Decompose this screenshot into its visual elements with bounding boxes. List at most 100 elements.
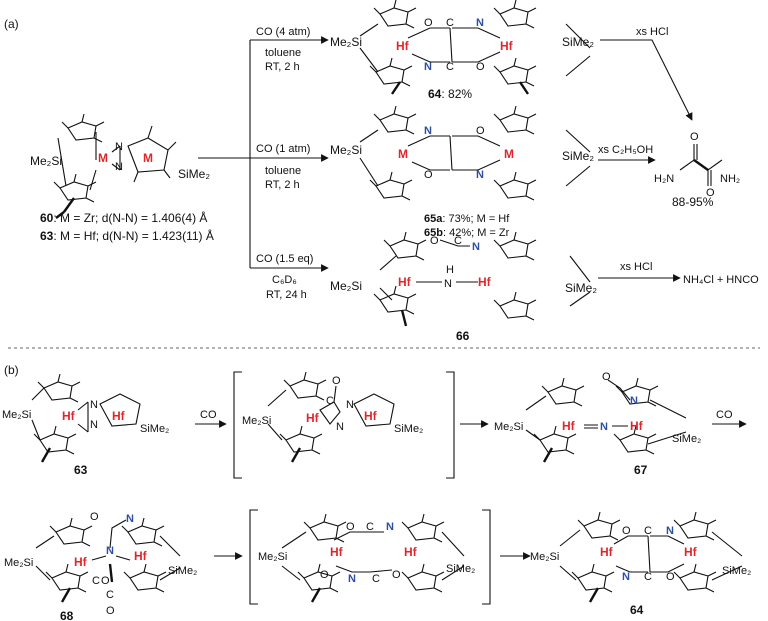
p64-o2: O xyxy=(476,61,485,73)
n-bottom: N xyxy=(115,161,123,173)
product-64-yield: : 82% xyxy=(441,87,472,101)
me2si-label: Me₂Si xyxy=(30,154,62,168)
n-top: N xyxy=(115,141,123,153)
intermediate-2-structure: Me₂Si SiMe₂ Hf Hf O C N O N C O xyxy=(258,513,475,603)
i1-o: O xyxy=(332,375,341,387)
i2-hf-right: Hf xyxy=(404,545,418,559)
arrow-b1-co: CO xyxy=(200,409,217,421)
b64-me2si: Me₂Si xyxy=(530,551,559,563)
i1-n2: N xyxy=(336,421,344,433)
panelb-67-structure: Me₂Si SiMe₂ Hf Hf N O N xyxy=(494,371,701,463)
i2-c1: C xyxy=(366,521,374,533)
route2-reagent: CO (1 atm) xyxy=(256,143,310,155)
p66-n: N xyxy=(444,278,452,290)
panelb-num-68: 68 xyxy=(60,609,74,621)
i2-hf-left: Hf xyxy=(330,545,344,559)
b68-co-c: C xyxy=(92,575,100,587)
metal-right: M xyxy=(143,151,153,165)
p65-sime2: SiMe₂ xyxy=(562,149,594,163)
panelb-68-structure: Me₂Si SiMe₂ Hf Hf N O N C O C O xyxy=(4,511,197,617)
starting-complex: Me₂Si SiMe₂ M M N N xyxy=(30,113,210,219)
panelb-num-64: 64 xyxy=(630,603,644,617)
b68-sime2: SiMe₂ xyxy=(168,565,197,577)
p65-o2: O xyxy=(424,169,433,181)
svg-text:60: M = Zr; d(N-N) = 1.406(4): 60: M = Zr; d(N-N) = 1.406(4) Å xyxy=(40,210,207,225)
i2-sime2: SiMe₂ xyxy=(446,563,475,575)
b67-hf-right: Hf xyxy=(630,419,644,433)
route3-reagent: CO (1.5 eq) xyxy=(256,253,313,265)
p66-o: O xyxy=(430,235,439,247)
start-caption: 60: M = Zr; d(N-N) = 1.406(4) Å 63: M = … xyxy=(40,210,214,243)
branch-stem xyxy=(198,40,251,268)
cmpd-60: 60 xyxy=(40,211,54,225)
product-64-num: 64 xyxy=(428,87,442,101)
arrow-b3-co: CO xyxy=(716,409,733,421)
product-66-structure: Me₂Si SiMe₂ Hf Hf N H O C N xyxy=(330,231,597,327)
p64-hf-right: Hf xyxy=(500,39,514,53)
b63-sime2: SiMe₂ xyxy=(140,423,169,435)
b63-hf-right: Hf xyxy=(112,409,126,423)
b64-hf-right: Hf xyxy=(684,545,698,559)
b64-hf-left: Hf xyxy=(600,545,614,559)
i2-o1: O xyxy=(346,521,355,533)
p66-hf-right: Hf xyxy=(478,275,492,289)
metal-left: M xyxy=(98,151,108,165)
b64-sime2: SiMe₂ xyxy=(722,565,751,577)
p64-o1: O xyxy=(424,17,433,29)
oxamide-yield: 88-95% xyxy=(672,195,714,209)
p65-me2si: Me₂Si xyxy=(330,143,362,157)
panel-a-label: (a) xyxy=(4,17,19,31)
cmpd-60-detail: : M = Zr; d(N-N) = 1.406(4) Å xyxy=(53,210,207,225)
b67-sime2: SiMe₂ xyxy=(672,433,701,445)
i2-me2si: Me₂Si xyxy=(258,551,287,563)
product-65b-detail: : 42%; M = Zr xyxy=(443,227,510,239)
svg-text:65a: 73%; M = Hf: 65a: 73%; M = Hf xyxy=(424,213,510,225)
oxamide-structure: O O H₂N NH₂ xyxy=(654,131,740,199)
b64-o2: O xyxy=(666,571,675,583)
p64-sime2: SiMe₂ xyxy=(562,35,594,49)
p65-n2: N xyxy=(476,169,484,181)
b68-n: N xyxy=(106,545,114,557)
route3-cond: RT, 24 h xyxy=(266,289,307,301)
route2-solvent: toluene xyxy=(265,165,301,177)
cmpd-63-detail: : M = Hf; d(N-N) = 1.423(11) Å xyxy=(53,228,214,243)
panelb-64-structure: Me₂Si SiMe₂ Hf Hf O C N N C O xyxy=(530,511,751,603)
i1-n1: N xyxy=(346,399,354,411)
sime2-label: SiMe₂ xyxy=(178,167,210,181)
p64-c1: C xyxy=(446,17,454,29)
i2-n2: N xyxy=(348,573,356,585)
svg-text:65b: 42%; M = Zr: 65b: 42%; M = Zr xyxy=(424,227,510,239)
panelb-num-63: 63 xyxy=(74,463,88,477)
b68-o-bottom: O xyxy=(106,605,115,617)
p66-sime2: SiMe₂ xyxy=(565,281,597,295)
panel-b-label: (b) xyxy=(4,363,19,377)
b67-n-top: N xyxy=(630,395,638,407)
i1-sime2: SiMe₂ xyxy=(394,423,423,435)
b64-n1: N xyxy=(666,525,674,537)
product-65-structure: Me₂Si SiMe₂ M M N O O N xyxy=(330,105,594,201)
cmpd-63: 63 xyxy=(40,229,54,243)
oxamide-o1: O xyxy=(690,131,699,143)
route1-cond: RT, 2 h xyxy=(265,61,300,73)
b67-o: O xyxy=(602,371,611,383)
b67-me2si: Me₂Si xyxy=(494,421,523,433)
b67-n: N xyxy=(600,421,608,433)
bracket-1 xyxy=(233,371,455,479)
b63-n2: N xyxy=(90,419,98,431)
p64-me2si: Me₂Si xyxy=(330,35,362,49)
product-64-structure: Me₂Si SiMe₂ Hf Hf O N N O C C xyxy=(330,0,594,95)
svg-text:64: 82%: 64: 82% xyxy=(428,87,472,101)
b64-c2: C xyxy=(644,571,652,583)
b63-me2si: Me₂Si xyxy=(2,409,31,421)
oxamide-o2: O xyxy=(706,187,715,199)
p65-m-left: M xyxy=(398,147,408,161)
p64-n2: N xyxy=(424,61,432,73)
route3-solvent: C₆D₆ xyxy=(272,274,297,286)
b68-n-top: N xyxy=(126,513,134,525)
p64-hf-left: Hf xyxy=(396,39,410,53)
b68-hf-left: Hf xyxy=(74,555,88,569)
panelb-num-67: 67 xyxy=(634,463,648,477)
b68-o-top: O xyxy=(90,511,99,523)
p64-n1: N xyxy=(476,17,484,29)
